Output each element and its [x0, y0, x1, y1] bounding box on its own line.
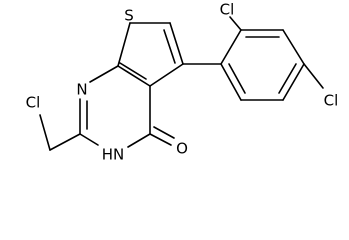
- chlorine-ortho-label: Cl: [220, 1, 235, 19]
- structure-svg: S O N HN Cl Cl Cl: [26, 1, 339, 164]
- bond-ar4-ar5: [282, 63, 305, 101]
- molecule-diagram: S O N HN Cl Cl Cl: [26, 1, 339, 164]
- bond-c3-c3a: [149, 63, 184, 87]
- bond-ch2-cl: [39, 114, 51, 151]
- bond-c2-c3: [169, 22, 184, 65]
- bond-n3-c4: [127, 133, 151, 148]
- ring-nitrogen-label: N: [76, 81, 87, 99]
- bond-ar4-cl: [303, 63, 324, 89]
- bond-ar2-cl: [229, 16, 242, 31]
- chlorine-para-label: Cl: [324, 92, 339, 110]
- bond-ar1-ar2: [220, 29, 242, 65]
- bond-ar6-ar1: [220, 63, 242, 101]
- oxygen-atom-label: O: [176, 140, 188, 158]
- sulfur-atom-label: S: [124, 7, 134, 25]
- chlorine-methyl-label: Cl: [26, 94, 41, 112]
- bond-c3a-c7a-double: [119, 62, 147, 80]
- bond-c7a-s: [117, 22, 131, 67]
- bond-ar6-ar1-double: [228, 63, 246, 94]
- bond-c2-ch2: [49, 133, 81, 151]
- bond-c3a-c7a: [117, 65, 151, 87]
- bond-ar3-ar4: [282, 29, 305, 65]
- bond-c2-c3-double: [163, 29, 176, 64]
- bond-c2-n3: [79, 133, 99, 146]
- ring-nh-label: HN: [102, 146, 125, 164]
- bond-ar4-ar5-double: [278, 63, 297, 94]
- bond-c7a-n1: [89, 65, 119, 83]
- bond-c4-o: [149, 133, 172, 146]
- bond-c4-o-double: [153, 126, 175, 139]
